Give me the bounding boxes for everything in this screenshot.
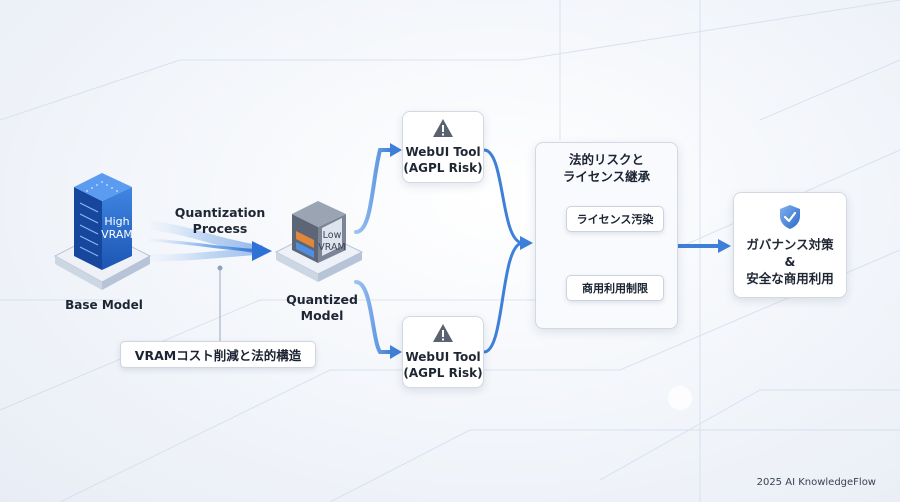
flow-lines bbox=[354, 148, 394, 354]
arrow-head bbox=[520, 236, 533, 250]
webui-tool-card-bottom: WebUI Tool (AGPL Risk) bbox=[402, 316, 484, 388]
svg-text:Low: Low bbox=[323, 230, 342, 241]
base-model-label: Base Model bbox=[65, 298, 143, 312]
warning-icon bbox=[433, 324, 453, 342]
quantization-beam bbox=[149, 220, 272, 262]
vram-cost-note: VRAMコスト削減と法的構造 bbox=[120, 341, 316, 368]
svg-text:VRAM: VRAM bbox=[318, 242, 345, 253]
merge-lines bbox=[482, 148, 524, 354]
quantized-model-chip-icon: Low VRAM bbox=[274, 201, 364, 282]
legal-risk-title: 法的リスクと ライセンス継承 bbox=[562, 152, 651, 184]
arrow-head bbox=[390, 345, 402, 359]
svg-text:High: High bbox=[104, 215, 129, 228]
warning-icon bbox=[433, 119, 453, 137]
governance-card: ガバナンス対策 & 安全な商用利用 bbox=[733, 192, 847, 298]
shield-check-icon bbox=[780, 204, 800, 229]
to-governance-arrow bbox=[678, 239, 731, 253]
quantized-model-label: Quantized Model bbox=[286, 292, 358, 323]
arrow-head bbox=[390, 143, 402, 157]
svg-text:VRAM: VRAM bbox=[101, 228, 133, 241]
footer-credit: 2025 AI KnowledgeFlow bbox=[756, 477, 876, 488]
commercial-use-restriction-box: 商用利用制限 bbox=[566, 275, 664, 301]
webui-tool-card-top: WebUI Tool (AGPL Risk) bbox=[402, 111, 484, 183]
base-model-server-icon: High VRAM bbox=[53, 173, 152, 290]
license-contamination-box: ライセンス汚染 bbox=[566, 206, 664, 232]
quantization-label: Quantization Process bbox=[174, 205, 266, 236]
legal-risk-panel: 法的リスクと ライセンス継承 ライセンス汚染 商用利用制限 bbox=[535, 142, 678, 329]
